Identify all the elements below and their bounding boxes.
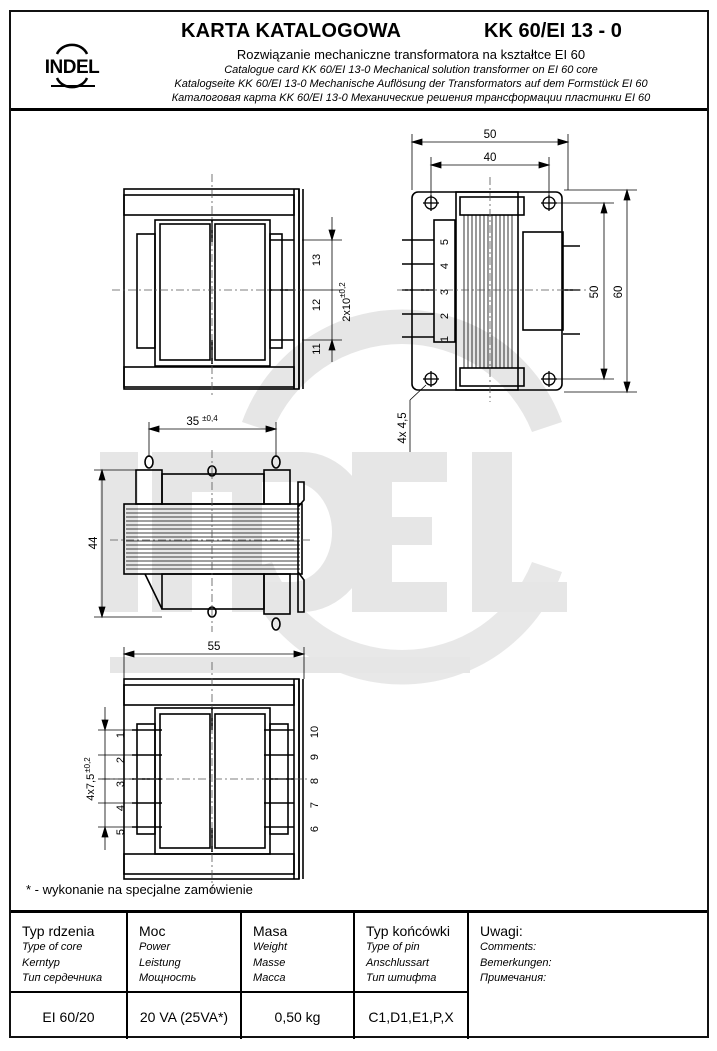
header-de: Leistung: [139, 956, 181, 969]
svg-text:11: 11: [311, 343, 323, 354]
front-view-dimensions: [94, 422, 278, 619]
side-view-lamination-lines: [463, 215, 513, 368]
dim-hole-spacing: 40: [484, 152, 497, 164]
header-ru: Масса: [253, 972, 286, 984]
header-pl: Typ końcówki: [366, 923, 451, 939]
svg-text:5: 5: [439, 239, 451, 245]
page-title: KARTA KATALOGOWA: [181, 20, 402, 42]
side-view: [411, 191, 564, 391]
header-de: Anschlussart: [366, 956, 429, 969]
dim-total-height: 60: [613, 286, 625, 299]
top-view: [123, 188, 304, 390]
svg-text:4: 4: [439, 263, 451, 269]
table-col-core-type: Typ rdzenia Type of core Kerntyp Тип сер…: [11, 913, 128, 1039]
table-col-comments: Uwagi: Comments: Bemerkungen: Примечания…: [469, 913, 707, 1039]
catalogue-sheet: INDEL KARTA KATALOGOWA KK 60/EI 13 - 0 R…: [9, 10, 709, 1039]
table-col-pin-type: Typ końcówki Type of pin Anschlussart Ти…: [355, 913, 469, 1039]
header-de: Masse: [253, 956, 286, 969]
top-view-pitch-dim: 2x10±0,2: [338, 282, 353, 322]
svg-text:10: 10: [309, 726, 321, 738]
svg-text:5: 5: [115, 829, 127, 835]
header-en: Type of core: [22, 941, 83, 953]
bottom-view-dimensions: [98, 647, 306, 850]
header-ru: Примечания:: [480, 972, 547, 984]
top-view-dimensions: [302, 217, 342, 362]
header-en: Type of pin: [366, 941, 420, 953]
svg-text:3: 3: [115, 781, 127, 787]
dim-pin-pitch: 4x7,5±0,2: [83, 757, 97, 801]
pin-type-value: C1,D1,E1,P,X: [355, 991, 467, 1041]
subtitle-en: Catalogue card KK 60/EI 13-0 Mechanical …: [224, 64, 598, 76]
catalogue-code: KK 60/EI 13 - 0: [484, 20, 622, 42]
dim-outer-width: 50: [484, 129, 497, 141]
watermark-logo-icon: [100, 309, 567, 685]
svg-text:INDEL: INDEL: [45, 57, 100, 78]
svg-text:7: 7: [309, 802, 321, 808]
header-pl: Masa: [253, 923, 288, 939]
core-type-value: EI 60/20: [11, 991, 126, 1041]
header-en: Comments:: [480, 941, 537, 953]
header-pl: Moc: [139, 923, 166, 939]
svg-text:6: 6: [309, 826, 321, 832]
table-col-power: Moc Power Leistung Мощность 20 VA (25VA*…: [128, 913, 242, 1039]
header-ru: Тип штифта: [366, 972, 437, 984]
header-ru: Мощность: [139, 972, 197, 984]
header: INDEL KARTA KATALOGOWA KK 60/EI 13 - 0 R…: [11, 12, 707, 111]
svg-text:9: 9: [309, 754, 321, 760]
dim-height: 44: [88, 536, 100, 549]
header-pl: Typ rdzenia: [22, 923, 95, 939]
table-col-weight: Masa Weight Masse Масса 0,50 kg: [242, 913, 355, 1039]
spec-table: Typ rdzenia Type of core Kerntyp Тип сер…: [11, 910, 707, 1039]
header-pl: Uwagi:: [480, 923, 523, 939]
power-value: 20 VA (25VA*): [128, 991, 240, 1041]
svg-text:2: 2: [439, 313, 451, 319]
dim-width: 55: [208, 641, 221, 653]
subtitle-pl: Rozwiązanie mechaniczne transformatora n…: [236, 47, 586, 62]
svg-text:12: 12: [311, 299, 323, 311]
svg-text:8: 8: [309, 778, 321, 784]
svg-text:4: 4: [115, 805, 127, 811]
weight-value: 0,50 kg: [242, 991, 353, 1041]
subtitle-de: Katalogseite KK 60/EI 13-0 Mechanische A…: [174, 78, 648, 90]
dim-pin-span: 35±0,4: [186, 414, 218, 428]
header-en: Power: [139, 941, 171, 953]
svg-text:1: 1: [115, 732, 127, 738]
dim-holes: 4x 4,5: [397, 412, 409, 443]
front-view-lamination-lines: [126, 508, 300, 570]
subtitle-ru: Каталоговая карта KK 60/EI 13-0 Механиче…: [171, 92, 651, 104]
svg-text:3: 3: [439, 289, 451, 295]
header-ru: Тип сердечника: [22, 972, 103, 984]
svg-text:1: 1: [439, 336, 451, 342]
header-en: Weight: [253, 941, 288, 953]
footnote: * - wykonanie na specjalne zamówienie: [26, 882, 253, 897]
header-de: Kerntyp: [22, 956, 60, 969]
dim-hole-vertical: 50: [589, 286, 601, 299]
technical-drawing: 13 12 11 2x10±0,2: [83, 129, 637, 897]
header-de: Bemerkungen:: [480, 956, 552, 969]
side-view-dimensions: [409, 134, 637, 452]
indel-logo-icon: INDEL: [45, 43, 101, 89]
svg-text:2: 2: [115, 757, 127, 763]
svg-text:13: 13: [311, 254, 323, 266]
